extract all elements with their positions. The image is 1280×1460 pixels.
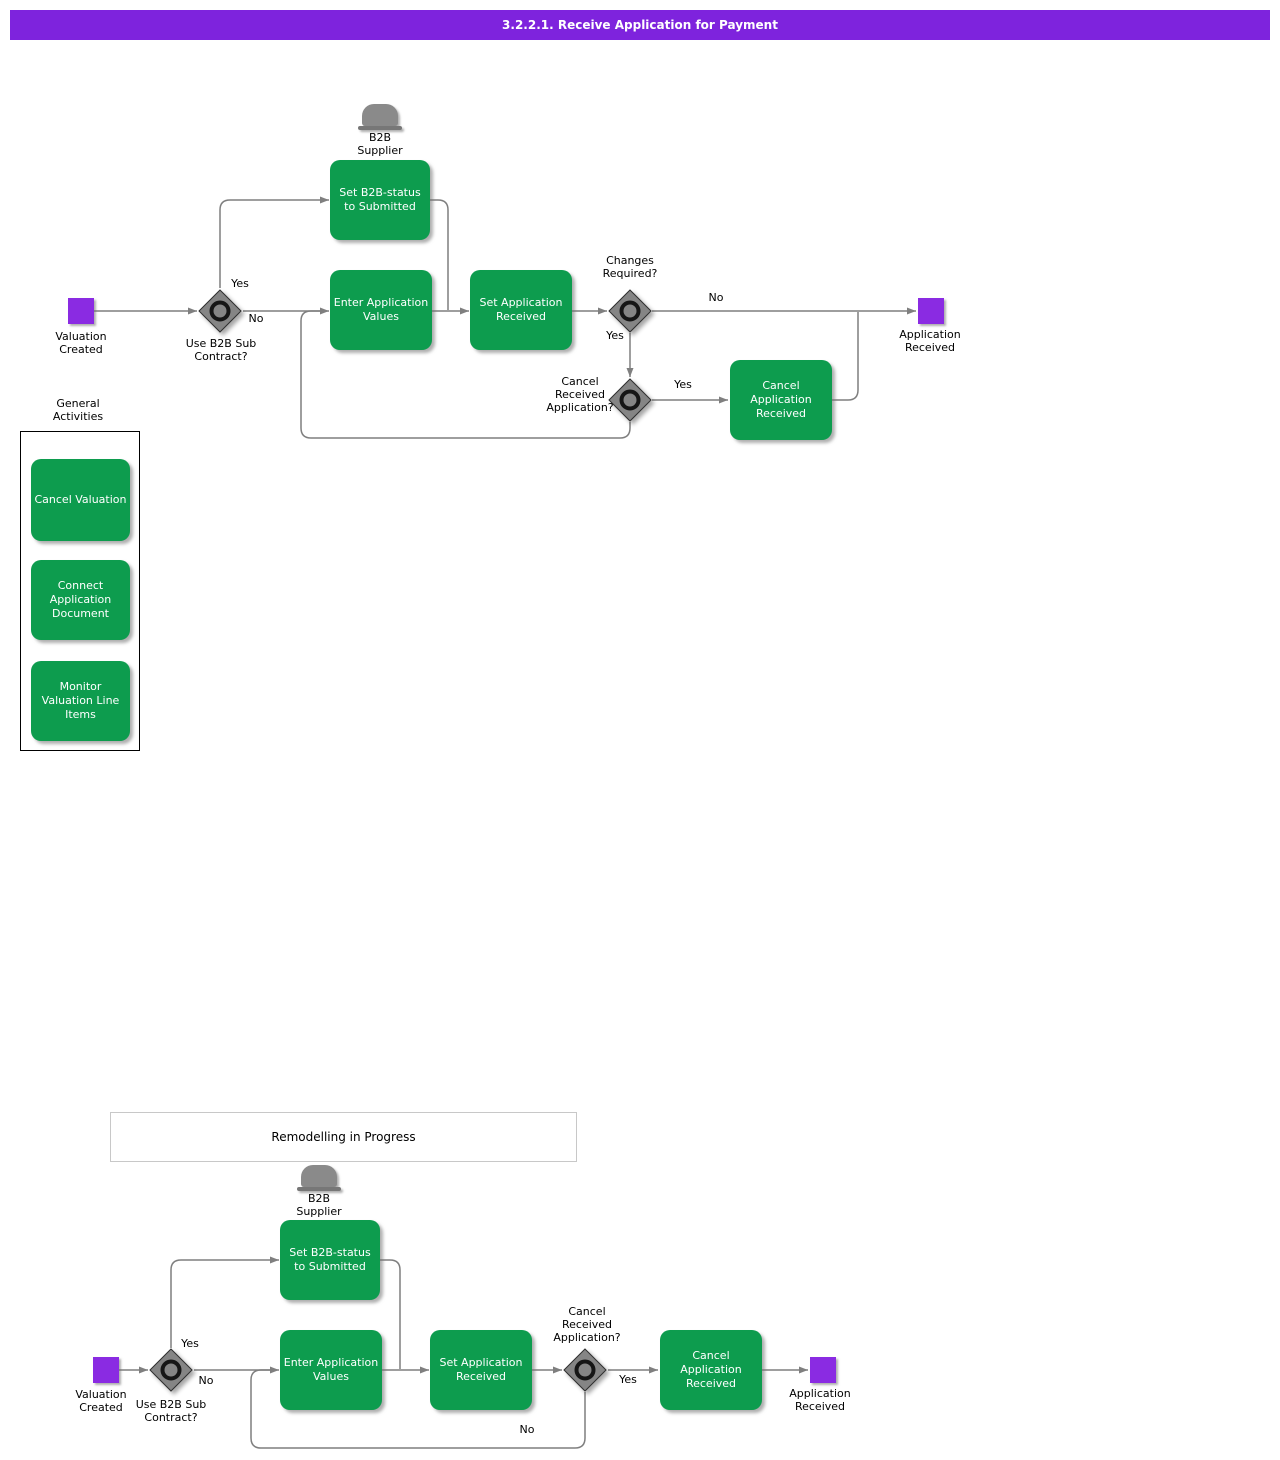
start-event-label: Valuation Created — [55, 330, 107, 356]
hat-brim — [297, 1187, 341, 1191]
decision-label-cancel-received-2: Cancel Received Application? — [553, 1305, 621, 1344]
end-event-application-received-2 — [810, 1357, 836, 1383]
branch-label-yes: Yes — [181, 1337, 199, 1350]
start-event-label: Valuation Created — [75, 1388, 127, 1414]
activity-enter-application-values-2[interactable]: Enter Application Values — [280, 1330, 382, 1410]
branch-label-no: No — [519, 1423, 535, 1436]
decision-label: Use B2B Sub Contract? — [135, 1398, 207, 1424]
decision-label-cancel-received: Cancel Received Application? — [546, 375, 614, 414]
hat-brim — [358, 126, 402, 130]
decision-label: Use B2B Sub Contract? — [185, 337, 257, 363]
activity-connect-application-document[interactable]: Connect Application Document — [31, 560, 130, 640]
activity-set-b2b-status[interactable]: Set B2B-status to Submitted — [330, 160, 430, 240]
page-title: 3.2.2.1. Receive Application for Payment — [10, 10, 1270, 40]
activity-set-b2b-status-2[interactable]: Set B2B-status to Submitted — [280, 1220, 380, 1300]
hat-dome — [362, 104, 398, 126]
b2b-supplier-actor-icon-2 — [294, 1163, 344, 1193]
decision-use-b2b-sub-contract — [198, 289, 242, 333]
actor-label: B2B Supplier — [296, 1192, 342, 1218]
activity-cancel-application-received[interactable]: Cancel Application Received — [730, 360, 832, 440]
b2b-supplier-actor-icon — [355, 102, 405, 132]
end-event-label: Application Received — [789, 1387, 851, 1413]
start-event-valuation-created-2 — [93, 1357, 119, 1383]
hat-dome — [301, 1165, 337, 1187]
remodelling-note: Remodelling in Progress — [110, 1112, 577, 1162]
end-event-application-received — [918, 298, 944, 324]
decision-label-changes-required: Changes Required? — [602, 254, 658, 280]
actor-label: B2B Supplier — [357, 131, 403, 157]
branch-label-no: No — [708, 291, 724, 304]
activity-cancel-valuation[interactable]: Cancel Valuation — [31, 459, 130, 541]
activity-set-application-received[interactable]: Set Application Received — [470, 270, 572, 350]
branch-label-no: No — [248, 312, 264, 325]
activity-enter-application-values[interactable]: Enter Application Values — [330, 270, 432, 350]
decision-cancel-received-application — [608, 378, 652, 422]
decision-cancel-received-application-2 — [563, 1348, 607, 1392]
decision-changes-required — [608, 289, 652, 333]
decision-use-b2b-sub-contract-2 — [149, 1348, 193, 1392]
start-event-valuation-created — [68, 298, 94, 324]
branch-label-no: No — [198, 1374, 214, 1387]
activity-cancel-application-received-2[interactable]: Cancel Application Received — [660, 1330, 762, 1410]
general-activities-title: General Activities — [52, 397, 104, 423]
branch-label-yes: Yes — [619, 1373, 637, 1386]
end-event-label: Application Received — [899, 328, 961, 354]
branch-label-yes: Yes — [231, 277, 249, 290]
activity-set-application-received-2[interactable]: Set Application Received — [430, 1330, 532, 1410]
branch-label-yes: Yes — [674, 378, 692, 391]
activity-monitor-valuation-line-items[interactable]: Monitor Valuation Line Items — [31, 661, 130, 741]
branch-label-yes: Yes — [606, 329, 624, 342]
